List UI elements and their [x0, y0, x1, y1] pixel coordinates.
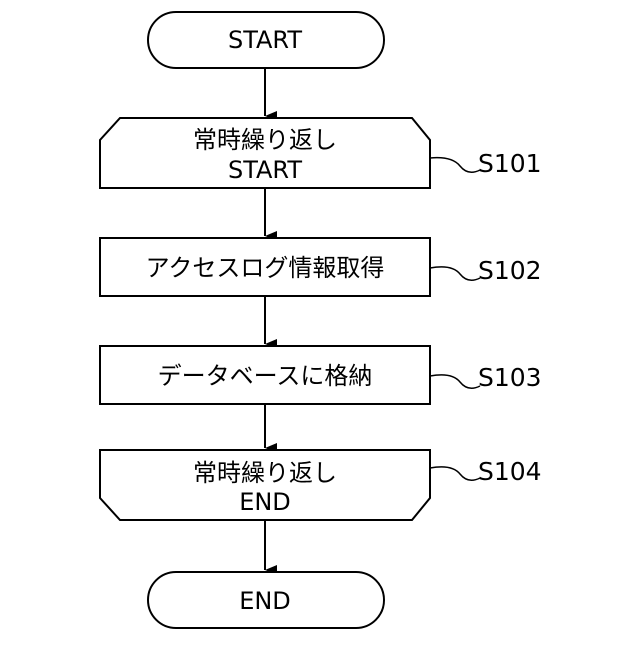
- step-leader-line: [430, 375, 480, 388]
- step-label-s104: S104: [478, 457, 542, 486]
- store-database-process: データベースに格納: [100, 346, 430, 404]
- step-leader-line: [430, 158, 480, 173]
- loop-start-label-line2: START: [228, 156, 302, 184]
- get-access-log-process: アクセスログ情報取得: [100, 238, 430, 296]
- loop-end-node: 常時繰り返し END: [100, 450, 430, 520]
- start-terminal: START: [148, 12, 384, 68]
- step-label-s103: S103: [478, 363, 542, 392]
- start-label: START: [228, 26, 302, 54]
- loop-start-label-line1: 常時繰り返し: [193, 126, 337, 154]
- end-terminal: END: [148, 572, 384, 628]
- get-access-log-label: アクセスログ情報取得: [146, 254, 385, 282]
- end-label: END: [239, 587, 291, 615]
- store-database-label: データベースに格納: [158, 362, 373, 390]
- step-leader-line: [430, 267, 480, 280]
- step-label-s101: S101: [478, 149, 542, 178]
- step-label-s102: S102: [478, 256, 542, 285]
- loop-end-label-line1: 常時繰り返し: [193, 459, 337, 487]
- loop-end-label-line2: END: [239, 488, 291, 516]
- loop-start-node: 常時繰り返し START: [100, 118, 430, 188]
- step-leader-line: [430, 467, 480, 480]
